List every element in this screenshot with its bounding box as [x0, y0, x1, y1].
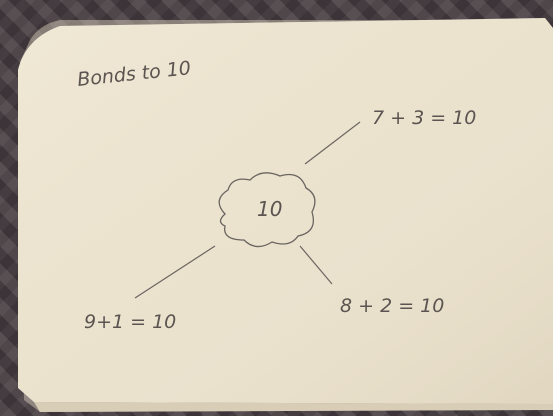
bond-top-right: 7 + 3 = 10 — [372, 107, 476, 129]
bond-bottom-left: 9+1 = 10 — [84, 311, 176, 333]
center-number: 10 — [257, 197, 282, 221]
bond-bottom-right: 8 + 2 = 10 — [340, 295, 444, 317]
